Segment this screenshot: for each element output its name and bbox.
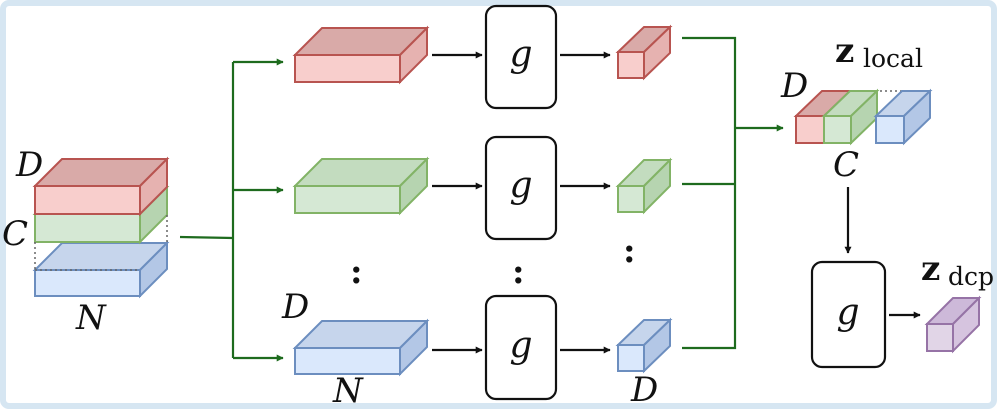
z-local-label-main: z (835, 31, 854, 71)
input-block-red (32, 156, 170, 217)
g-box-row2: g (484, 135, 558, 241)
g-box-ellipsis: : (512, 252, 525, 292)
slab-to-g-arrows (432, 51, 483, 354)
split-connector (179, 58, 284, 362)
branch-slab-green (292, 156, 430, 216)
output-cube-red (615, 24, 673, 81)
g-label-row2: g (509, 165, 532, 206)
branch-slab-ellipsis: : (350, 252, 363, 292)
output-cube-ellipsis: : (623, 231, 636, 271)
branch-d-label: D (281, 287, 309, 327)
g-label-row1: g (509, 34, 532, 75)
g-label-final: g (836, 292, 859, 333)
z-dcp-label-sub: dcp (948, 262, 994, 291)
g-box-row3: g (484, 294, 558, 401)
branch-n-label: N (332, 371, 364, 409)
input-block-blue (32, 240, 170, 299)
output-d-label: D (630, 370, 658, 409)
g-to-output-arrows (560, 51, 611, 354)
branch-slab-red (292, 25, 430, 85)
g-label-row3: g (509, 325, 532, 366)
z-dcp-label: z dcp (921, 249, 994, 291)
z-local-c-label: C (833, 145, 859, 185)
input-n-label: N (75, 298, 107, 338)
input-stack (32, 156, 170, 299)
z-local-cube-green (821, 88, 880, 146)
z-dcp-cube (924, 295, 982, 354)
z-local-cube-blue (873, 88, 933, 146)
z-local-label-sub: local (863, 44, 923, 73)
output-cube-green (615, 157, 673, 215)
merge-connector (682, 36, 784, 350)
branch-slab-blue (292, 318, 430, 377)
input-d-label: D (15, 145, 43, 185)
z-dcp-label-main: z (921, 249, 940, 289)
output-cube-blue (615, 317, 673, 374)
z-local-block (793, 88, 933, 146)
g-box-row1: g (484, 4, 558, 110)
z-local-label: z local (835, 31, 923, 73)
g-box-final: g (810, 260, 887, 369)
z-local-d-label: D (780, 66, 808, 106)
input-c-label: C (2, 214, 28, 254)
